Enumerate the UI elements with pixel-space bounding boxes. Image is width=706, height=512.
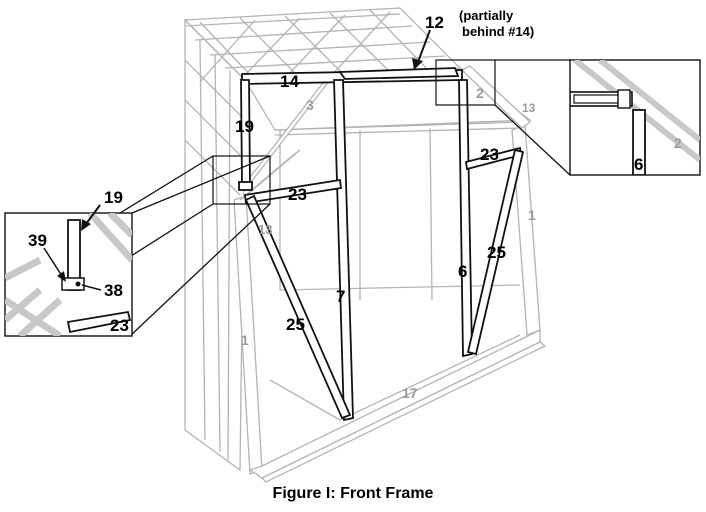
label-part-2-top: 2 — [476, 85, 484, 101]
label-part-14: 14 — [280, 72, 299, 91]
label-part-19-inset: 19 — [104, 188, 123, 207]
label-part-38: 38 — [104, 281, 123, 300]
label-part-6-inset: 6 — [634, 155, 643, 174]
label-part-13-right: 13 — [522, 101, 536, 115]
part-7-upright — [333, 79, 354, 422]
label-part-12-note-2: behind #14) — [462, 24, 534, 39]
front-frame-parts — [238, 67, 525, 422]
label-part-23-inset: 23 — [110, 316, 129, 335]
label-part-19: 19 — [235, 117, 254, 136]
label-part-23-right: 23 — [480, 145, 499, 164]
label-part-2-inset: 2 — [674, 135, 682, 151]
inset-left — [4, 212, 133, 337]
part-19-bracket — [238, 181, 253, 191]
part-12-beam — [338, 67, 460, 80]
part-labels: 12 (partially behind #14) 14 2 2 3 13 13… — [28, 8, 682, 401]
label-part-12-note-1: (partially — [459, 8, 514, 23]
label-part-7: 7 — [336, 287, 345, 306]
label-part-17: 17 — [402, 385, 418, 401]
pointer-arrows — [43, 29, 431, 291]
figure-caption: Figure I: Front Frame — [273, 485, 434, 502]
part-6-upright — [458, 79, 473, 358]
label-part-25-left: 25 — [286, 315, 305, 334]
part-25-diagonal-right — [466, 148, 525, 356]
label-part-1-left: 1 — [241, 332, 249, 348]
label-part-12: 12 — [425, 13, 444, 32]
greenhouse-background-frame — [183, 7, 547, 483]
label-part-25-right: 25 — [487, 243, 506, 262]
callout-box-left — [212, 155, 271, 205]
inset-top-right — [569, 59, 701, 176]
callout-box-top-right — [435, 59, 496, 106]
label-part-13-left: 13 — [258, 222, 272, 237]
label-part-39: 39 — [28, 231, 47, 250]
label-part-23-mid: 23 — [288, 185, 307, 204]
part-25-diagonal-left — [244, 194, 352, 420]
label-part-6: 6 — [458, 262, 467, 281]
label-part-1-right: 1 — [528, 207, 536, 223]
label-part-3: 3 — [306, 97, 314, 113]
